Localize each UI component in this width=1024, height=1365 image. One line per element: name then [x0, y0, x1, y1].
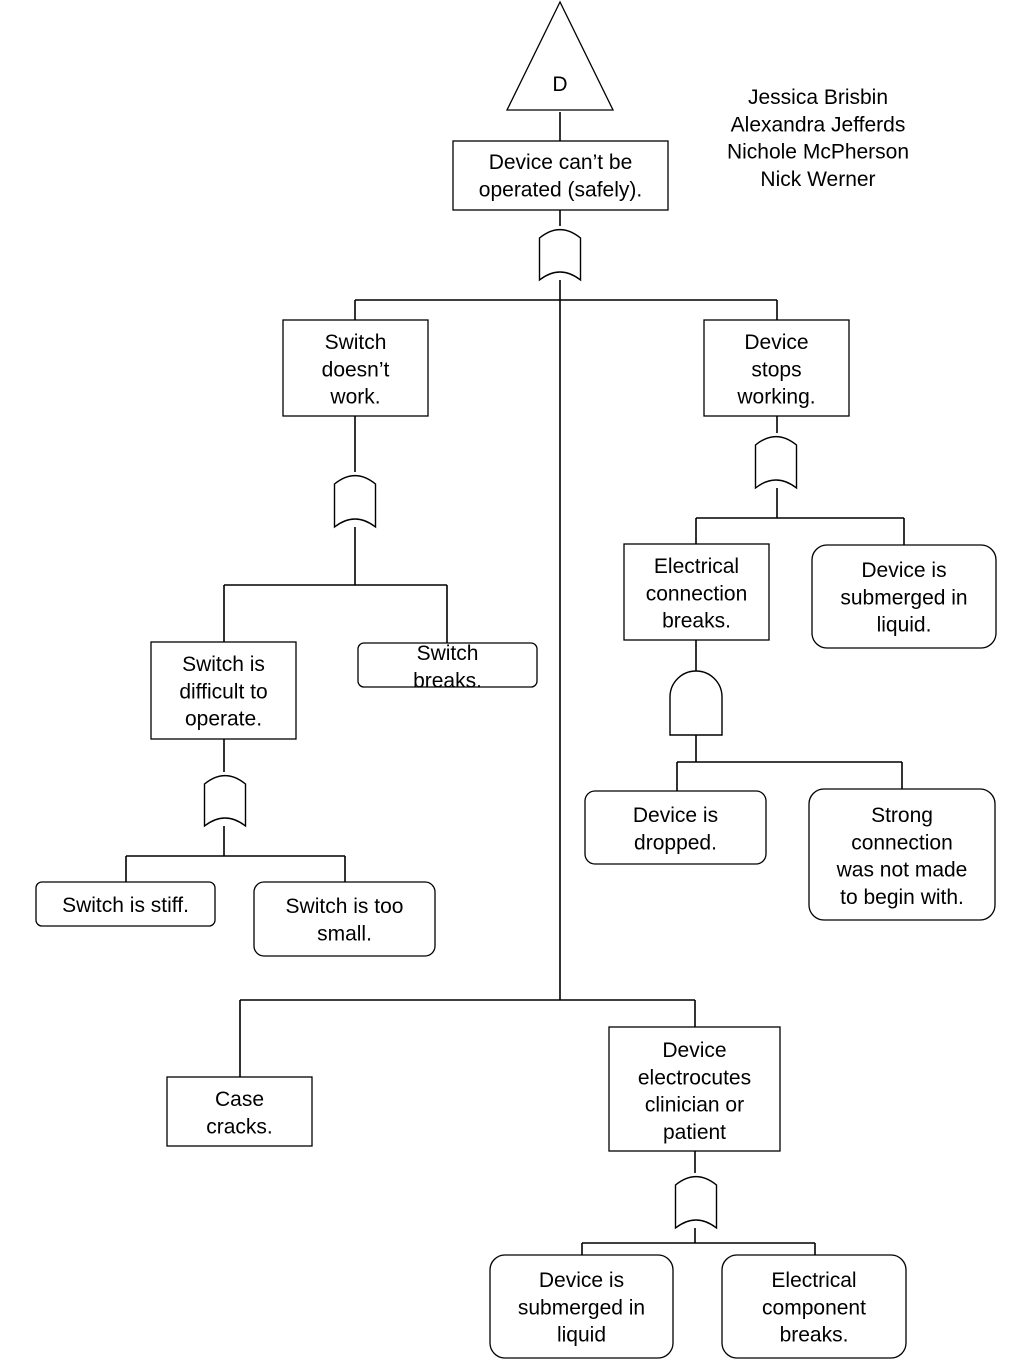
event-label: Switch is [182, 653, 265, 676]
event-box [811, 544, 997, 649]
event-label: Electrical [654, 555, 739, 578]
event-label: Device [662, 1039, 726, 1062]
event-label: Switch is too [286, 895, 404, 918]
event-label: work. [329, 386, 380, 409]
event-switch-too-small: Switch is too small. [253, 881, 436, 957]
event-box [703, 319, 850, 417]
event-label: submerged in [840, 586, 967, 609]
event-label: working. [736, 386, 815, 409]
or-gate-icon [333, 474, 377, 529]
and-gate-icon [669, 670, 723, 736]
event-label: difficult to [179, 680, 267, 703]
event-switch-doesnt-work: Switch doesn’t work. [282, 319, 429, 417]
event-box [35, 881, 216, 927]
event-box [808, 788, 996, 921]
event-label: Strong [871, 804, 933, 827]
event-label: submerged in [518, 1296, 645, 1319]
author-name: Nick Werner [760, 168, 875, 191]
event-device-electrocutes: Device electrocutes clinician or patient [608, 1026, 781, 1152]
event-switch-difficult: Switch is difficult to operate. [150, 641, 297, 740]
event-box [452, 140, 669, 211]
event-label: Switch is stiff. [62, 894, 189, 917]
author-name: Jessica Brisbin [748, 86, 888, 109]
event-label: connection [646, 582, 748, 605]
or-gate-icon [538, 228, 582, 282]
event-label: small. [317, 922, 372, 945]
event-case-cracks: Case cracks. [166, 1076, 313, 1147]
event-label: to begin with. [840, 886, 964, 909]
event-label: liquid. [877, 614, 932, 637]
author-name: Alexandra Jefferds [731, 113, 906, 136]
event-electrical-connection-breaks: Electrical connection breaks. [623, 543, 770, 641]
transfer-triangle: D [505, 0, 615, 111]
event-label: patient [663, 1121, 726, 1144]
event-label: connection [851, 831, 953, 854]
event-switch-breaks: Switch breaks. [357, 642, 538, 692]
event-label: Switch [325, 331, 387, 354]
event-label: Device can’t be [489, 151, 633, 174]
event-label: Device is [539, 1269, 624, 1292]
event-label: Device is [633, 804, 718, 827]
event-box [150, 641, 297, 740]
event-label: Switch [417, 642, 479, 665]
event-box [623, 543, 770, 641]
event-label: Device is [861, 559, 946, 582]
event-device-dropped: Device is dropped. [584, 790, 767, 865]
or-gate-icon [754, 435, 798, 490]
event-box [282, 319, 429, 417]
event-box [608, 1026, 781, 1152]
event-label: stops [751, 358, 801, 381]
event-label: Case [215, 1088, 264, 1111]
event-strong-connection: Strong connection was not made to begin wit… [808, 788, 996, 921]
event-label: operate. [185, 708, 262, 731]
event-switch-stiff: Switch is stiff. [35, 881, 216, 927]
event-label: Device [744, 331, 808, 354]
event-device-submerged-1: Device is submerged in liquid. [811, 544, 997, 649]
event-device-submerged-2: Device is submerged in liquid [489, 1254, 674, 1359]
event-label: doesn’t [322, 358, 390, 381]
event-label: cracks. [206, 1115, 273, 1138]
or-gate-icon [203, 774, 247, 828]
event-label: liquid [557, 1324, 606, 1347]
event-label: breaks. [662, 610, 731, 633]
transfer-label: D [552, 73, 567, 96]
event-box [253, 881, 436, 957]
event-box [721, 1254, 907, 1359]
or-gate-icon [674, 1175, 718, 1230]
event-label: breaks. [413, 669, 482, 692]
author-name: Nichole McPherson [727, 141, 909, 164]
event-top: Device can’t be operated (safely). [452, 140, 669, 211]
event-label: clinician or [645, 1094, 744, 1117]
event-label: breaks. [780, 1324, 849, 1347]
event-device-stops-working: Device stops working. [703, 319, 850, 417]
event-label: component [762, 1296, 866, 1319]
event-box [357, 642, 538, 688]
event-label: operated (safely). [479, 178, 642, 201]
event-label: dropped. [634, 831, 717, 854]
event-box [584, 790, 767, 865]
event-label: was not made [836, 859, 968, 882]
event-label: Electrical [771, 1269, 856, 1292]
event-box [166, 1076, 313, 1147]
event-label: electrocutes [638, 1066, 751, 1089]
event-electrical-component-breaks: Electrical component breaks. [721, 1254, 907, 1359]
event-box [489, 1254, 674, 1359]
